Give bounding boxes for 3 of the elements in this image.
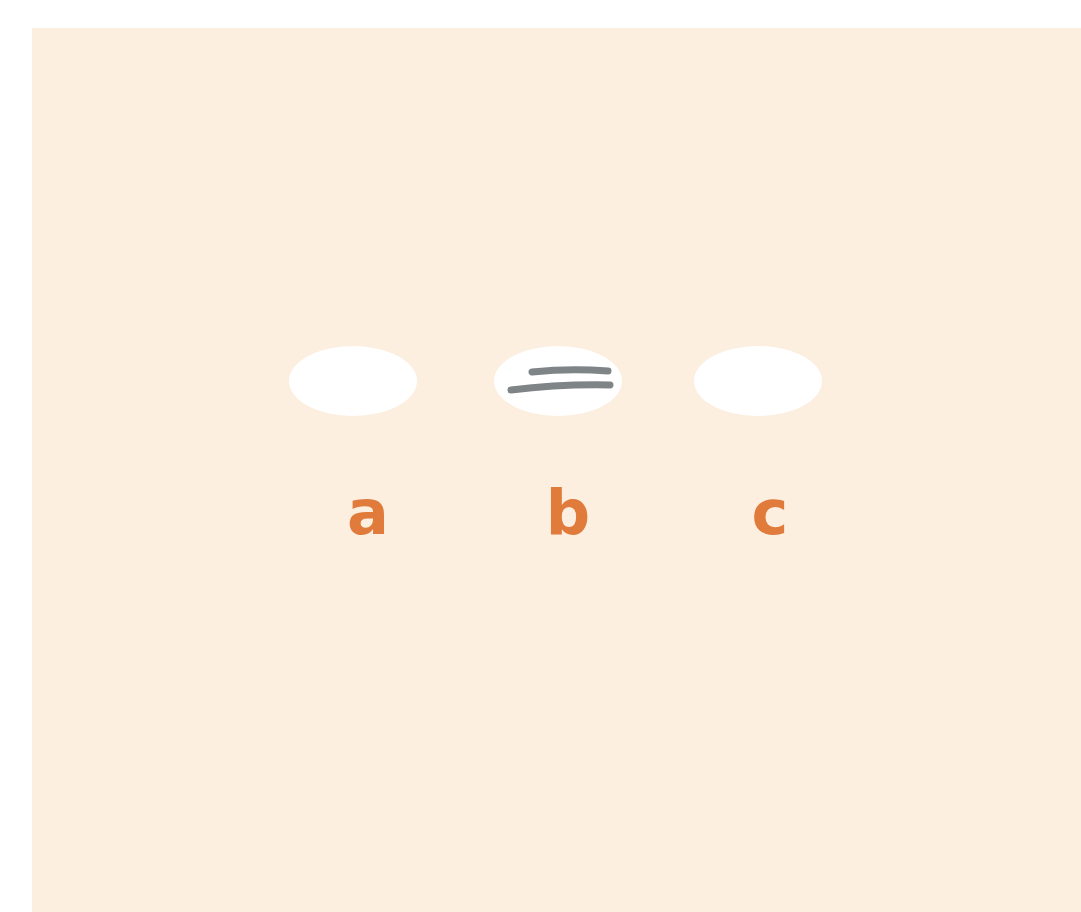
- panel-letter: a: [347, 478, 389, 548]
- panel-letter: c: [751, 478, 789, 548]
- panel-letter: b: [545, 478, 591, 548]
